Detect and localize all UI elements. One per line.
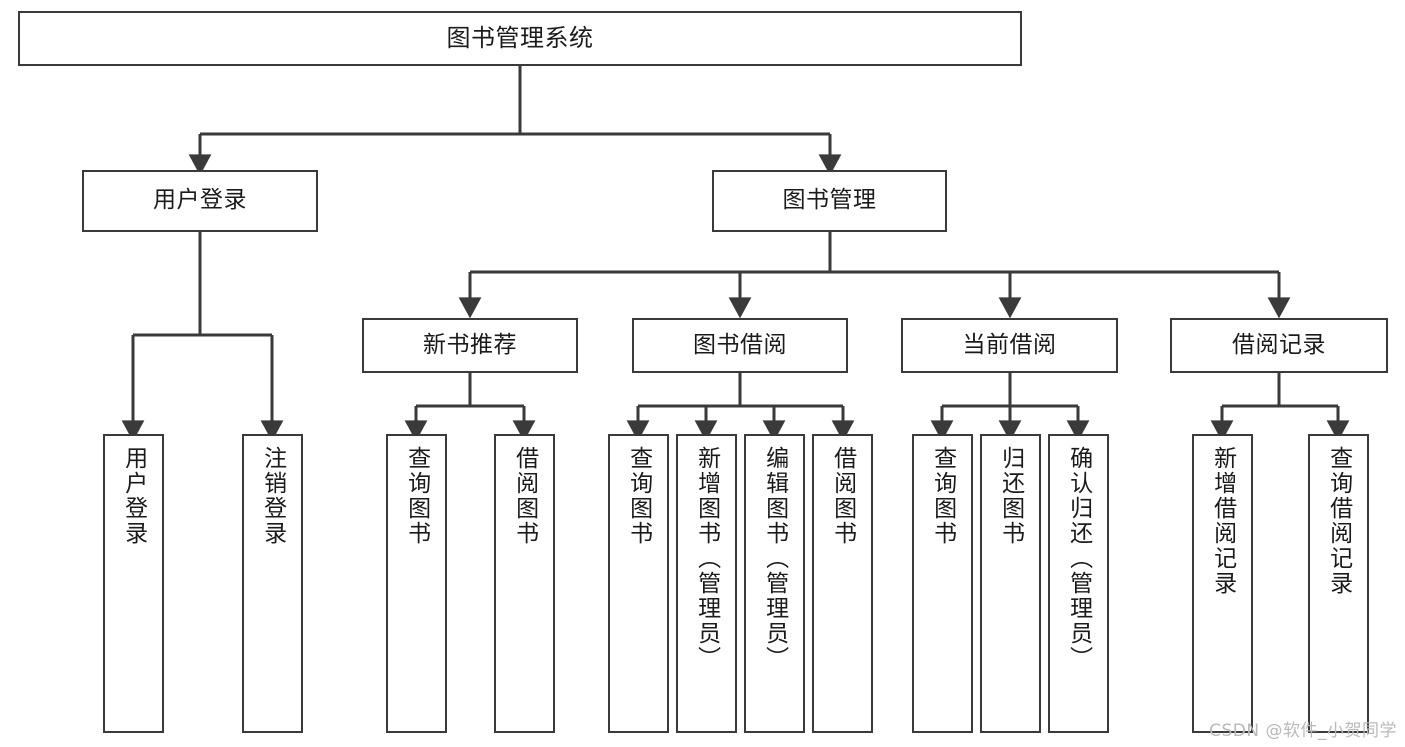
leaf-borrow-book[interactable]: 借阅图书 <box>812 434 873 733</box>
leaf-query-book-newbook[interactable]: 查询图书 <box>386 434 447 733</box>
node-label: 查询图书 <box>929 446 956 546</box>
leaf-query-borrow-record[interactable]: 查询借阅记录 <box>1308 434 1369 733</box>
leaf-return-book[interactable]: 归还图书 <box>980 434 1041 733</box>
node-book-borrow[interactable]: 图书借阅 <box>632 318 848 373</box>
node-label: 图书管理 <box>782 187 877 214</box>
leaf-edit-book-admin[interactable]: 编辑图书（管理员） <box>744 434 805 733</box>
node-label: 用户登录 <box>120 446 147 546</box>
node-label: 查询借阅记录 <box>1325 446 1352 596</box>
node-label: 新增借阅记录 <box>1209 446 1236 596</box>
node-label: 借阅图书 <box>511 446 538 546</box>
node-current-borrow[interactable]: 当前借阅 <box>901 318 1118 373</box>
leaf-add-borrow-record[interactable]: 新增借阅记录 <box>1192 434 1253 733</box>
node-label: 借阅记录 <box>1232 331 1326 358</box>
leaf-add-book-admin[interactable]: 新增图书（管理员） <box>676 434 737 733</box>
csdn-watermark: CSDN @软件_小贺同学 <box>1209 721 1397 741</box>
node-book-management[interactable]: 图书管理 <box>712 170 947 232</box>
node-label: 新书推荐 <box>423 331 517 358</box>
node-label: 图书借阅 <box>693 331 787 358</box>
node-label: 图书管理系统 <box>446 24 594 53</box>
node-label: 注销登录 <box>259 446 286 546</box>
leaf-confirm-return-admin[interactable]: 确认归还（管理员） <box>1048 434 1109 733</box>
leaf-borrow-book-newbook[interactable]: 借阅图书 <box>494 434 555 733</box>
node-label: 新增图书（管理员） <box>693 446 720 671</box>
leaf-user-login[interactable]: 用户登录 <box>103 434 164 733</box>
leaf-logout[interactable]: 注销登录 <box>242 434 303 733</box>
node-label: 确认归还（管理员） <box>1065 446 1092 671</box>
leaf-query-book-current[interactable]: 查询图书 <box>912 434 973 733</box>
node-label: 当前借阅 <box>962 331 1057 358</box>
node-borrow-record[interactable]: 借阅记录 <box>1170 318 1388 373</box>
node-label: 用户登录 <box>153 187 247 214</box>
node-root-system[interactable]: 图书管理系统 <box>18 11 1022 66</box>
node-new-book-recommend[interactable]: 新书推荐 <box>362 318 578 373</box>
node-label: 借阅图书 <box>829 446 856 546</box>
node-label: 归还图书 <box>997 446 1024 546</box>
node-label: 编辑图书（管理员） <box>761 446 788 671</box>
node-label: 查询图书 <box>403 446 430 546</box>
node-user-login[interactable]: 用户登录 <box>82 170 318 232</box>
leaf-query-book-borrow[interactable]: 查询图书 <box>608 434 669 733</box>
node-label: 查询图书 <box>625 446 652 546</box>
